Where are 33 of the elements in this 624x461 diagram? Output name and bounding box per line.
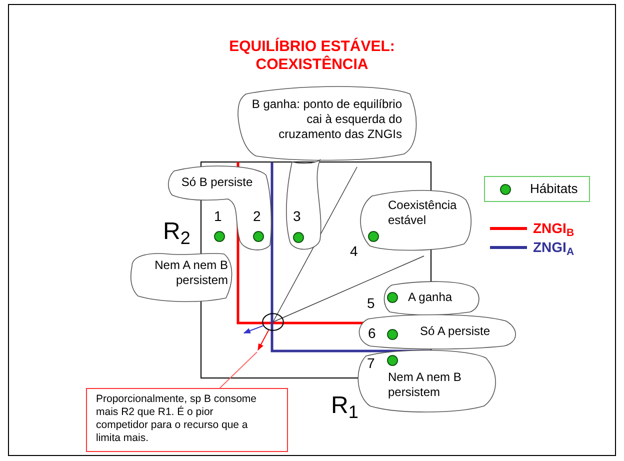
cloud-callout xyxy=(284,160,324,252)
legend-label: ZNGI$_{A}$ xyxy=(533,239,574,255)
habitat-number: 5 xyxy=(367,296,375,310)
cloud-callout xyxy=(356,315,518,349)
habitat-number: 2 xyxy=(253,209,261,223)
cloud-callout xyxy=(166,165,274,251)
leader-line xyxy=(219,352,258,388)
cloud-callout xyxy=(356,350,498,412)
habitat-number: 1 xyxy=(214,209,222,223)
cloud-callout xyxy=(358,190,472,252)
callout-text: Nem A nem B persistem xyxy=(154,258,228,288)
axis-label: R$_{2}$ xyxy=(163,220,190,244)
callout-text: B ganha: ponto de equilíbrio cai à esquerda do cruzamento das ZNGIs xyxy=(250,97,402,142)
callout-text: Nem A nem B persistem xyxy=(388,370,462,400)
intersection-circle xyxy=(262,313,284,331)
title: EQUILÍBRIO ESTÁVEL: COEXISTÊNCIA xyxy=(228,38,396,74)
callout-text: Só B persiste xyxy=(180,175,254,190)
vector-arrow xyxy=(243,325,264,334)
callout-text: Coexistência estável xyxy=(388,198,458,228)
axis-label: R$_{1}$ xyxy=(331,394,358,418)
note-text: Proporcionalmente, sp B consome mais R2 que R1. É o pior competidor para o recurso que a limita mais. xyxy=(96,393,258,445)
habitat-number: 7 xyxy=(367,356,375,370)
legend-label: Hábitats xyxy=(530,181,578,197)
vector-arrow xyxy=(258,330,270,351)
callout-text: Só A persiste xyxy=(420,324,492,339)
habitat-number: 3 xyxy=(293,209,301,223)
cloud-callout xyxy=(236,88,418,162)
callout-text: A ganha xyxy=(408,290,454,305)
note-box xyxy=(86,388,288,452)
habitat-number: 6 xyxy=(368,326,376,340)
cloud-callout xyxy=(382,282,480,314)
legend-label: ZNGI$_{B}$ xyxy=(533,220,574,236)
habitat-number: 4 xyxy=(350,244,358,258)
